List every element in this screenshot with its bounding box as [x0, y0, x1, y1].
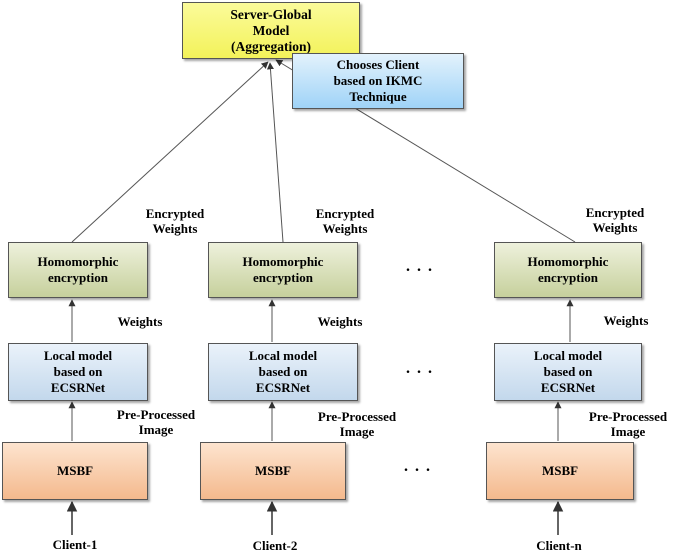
encrypted-weights-label-2: Encrypted Weights [315, 206, 375, 236]
arrow-enc1-to-server [71, 61, 269, 243]
encrypted-weights-label-1: Encrypted Weights [145, 206, 205, 236]
homomorphic-encryption-box-2: Homomorphic encryption [208, 242, 358, 298]
ellipsis-msbf: ... [404, 458, 437, 475]
preprocessed-label-n: Pre-Processed Image [588, 409, 668, 439]
local-model-box-2: Local model based on ECSRNet [208, 343, 358, 401]
client-label-2: Client-2 [252, 538, 298, 553]
homomorphic-encryption-box-1: Homomorphic encryption [8, 242, 148, 298]
encrypted-weights-label-n: Encrypted Weights [585, 205, 645, 235]
msbf-box-1: MSBF [2, 442, 148, 500]
client-label-1: Client-1 [52, 537, 98, 552]
weights-label-n: Weights [603, 313, 649, 328]
preprocessed-label-2: Pre-Processed Image [317, 409, 397, 439]
local-model-box-1: Local model based on ECSRNet [8, 343, 148, 401]
weights-label-1: Weights [117, 314, 163, 329]
ellipsis-local-model: ... [406, 360, 439, 377]
client-selection-box: Chooses Client based on IKMC Technique [292, 53, 464, 109]
msbf-box-n: MSBF [486, 442, 634, 500]
client-label-n: Client-n [536, 538, 582, 553]
msbf-box-2: MSBF [200, 442, 346, 500]
ellipsis-encryption: ... [406, 258, 439, 275]
preprocessed-label-1: Pre-Processed Image [116, 407, 196, 437]
server-global-model-box: Server-Global Model (Aggregation) [182, 2, 360, 59]
arrow-enc2-to-server [266, 62, 284, 243]
local-model-box-n: Local model based on ECSRNet [494, 343, 642, 401]
weights-label-2: Weights [317, 314, 363, 329]
homomorphic-encryption-box-n: Homomorphic encryption [494, 242, 642, 298]
